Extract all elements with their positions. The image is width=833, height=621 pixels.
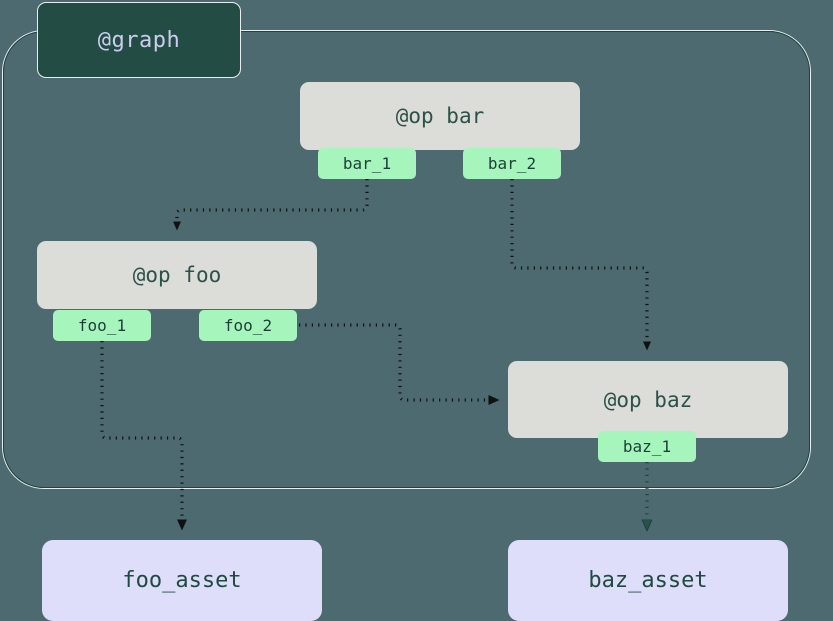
op-node-baz-label: @op baz [603, 387, 693, 412]
port-foo_2[interactable]: foo_2 [199, 310, 297, 341]
op-node-bar-label: @op bar [395, 104, 485, 128]
op-node-bar[interactable]: @op bar [300, 82, 580, 150]
port-foo_2-label: foo_2 [223, 316, 273, 335]
subgraph-border [2, 30, 811, 489]
asset-node-foo_asset-label: foo_asset [122, 568, 242, 593]
op-node-foo-label: @op foo [132, 263, 222, 287]
subgraph-label-graph[interactable]: @graph [37, 2, 241, 78]
asset-node-baz_asset[interactable]: baz_asset [508, 540, 788, 621]
subgraph-label-text: @graph [97, 27, 181, 53]
port-baz_1[interactable]: baz_1 [598, 431, 696, 462]
port-foo_1[interactable]: foo_1 [53, 310, 151, 341]
asset-node-foo_asset[interactable]: foo_asset [42, 540, 322, 621]
asset-node-baz_asset-label: baz_asset [588, 568, 708, 593]
port-bar_1-label: bar_1 [342, 154, 392, 173]
port-baz_1-label: baz_1 [622, 437, 672, 456]
port-bar_2-label: bar_2 [487, 154, 537, 173]
op-node-baz[interactable]: @op baz [508, 361, 788, 438]
subgraph-border-inner [3, 31, 810, 488]
port-bar_1[interactable]: bar_1 [318, 148, 416, 179]
port-foo_1-label: foo_1 [77, 316, 127, 335]
port-bar_2[interactable]: bar_2 [463, 148, 561, 179]
op-node-foo[interactable]: @op foo [37, 241, 317, 309]
